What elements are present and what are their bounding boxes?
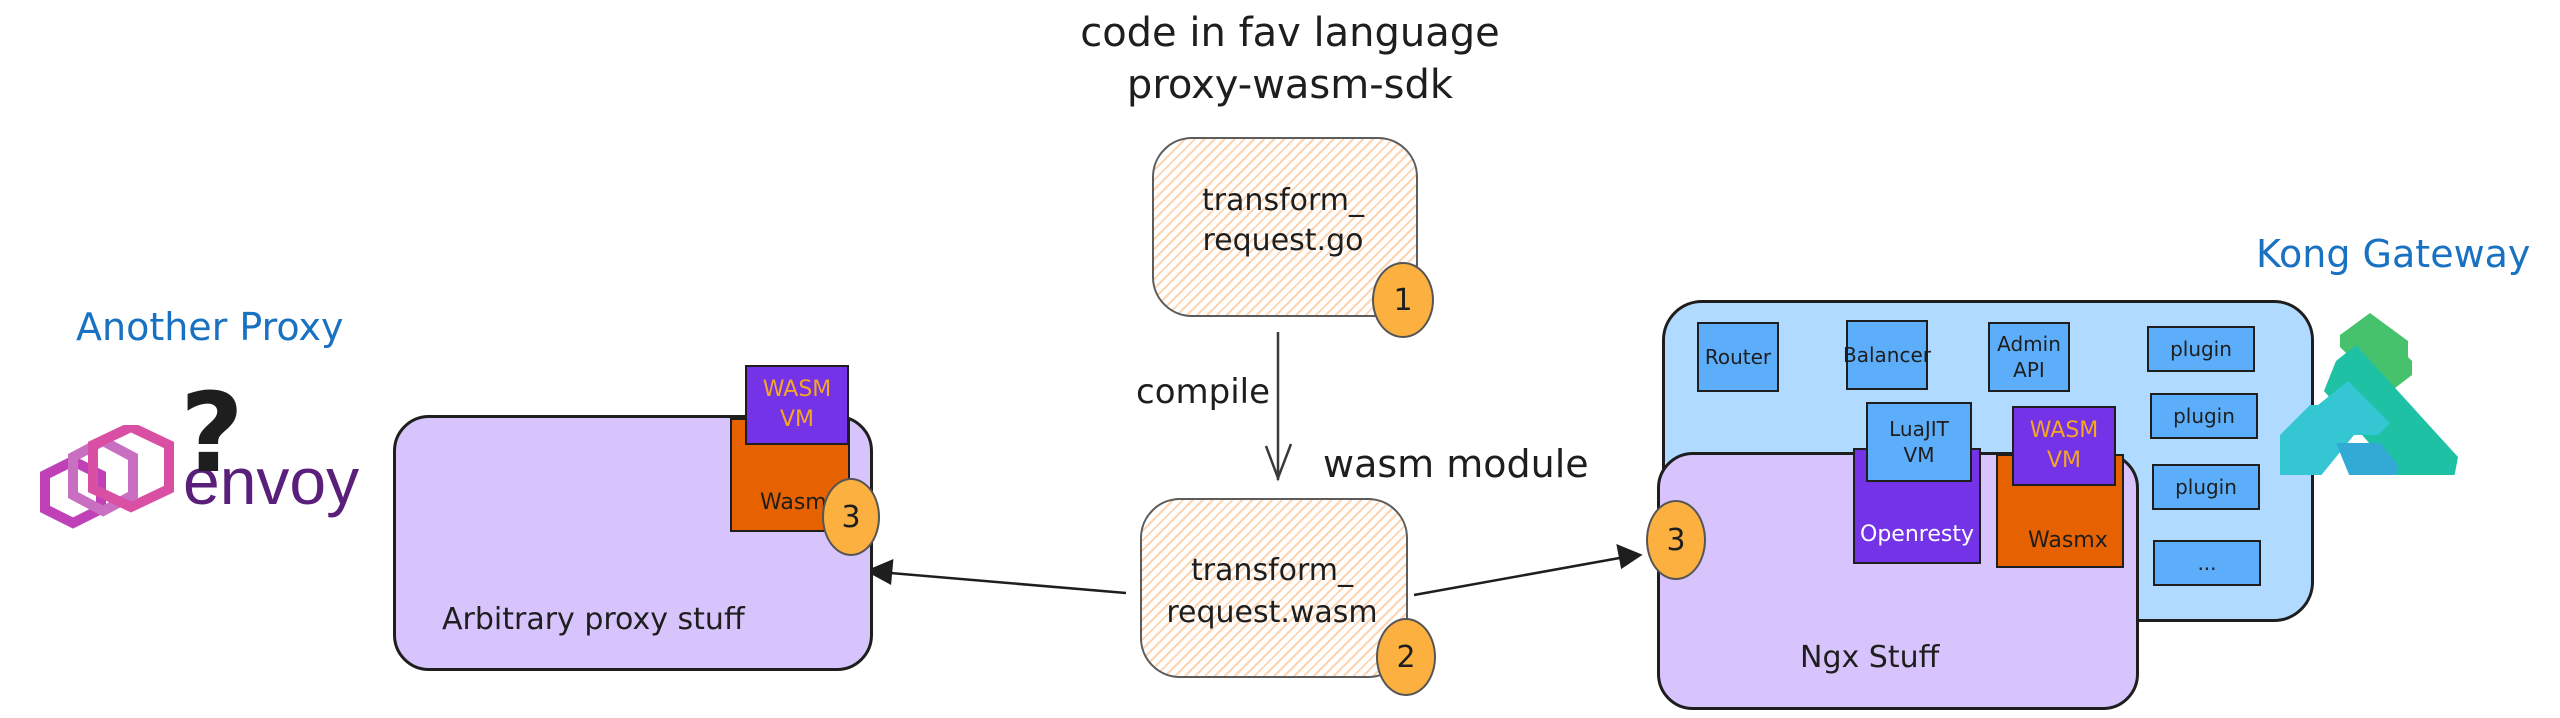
another-proxy-wasm-vm: WASM VM: [745, 365, 849, 445]
step-badge-3-kong: 3: [1646, 500, 1706, 580]
openresty-label: Openresty: [1860, 522, 1974, 547]
plugin-component-more: ...: [2153, 540, 2261, 586]
arrow-to-another-proxy: [865, 559, 1127, 595]
compile-label: compile: [1136, 372, 1271, 412]
step-badge-2: 2: [1376, 618, 1436, 696]
kong-wasm-vm-line-1: WASM: [2029, 418, 2099, 443]
kong-wasm-vm-line-2: VM: [2046, 448, 2082, 473]
another-proxy-title: Another Proxy: [76, 305, 344, 349]
envoy-logo-text: envoy: [183, 444, 360, 518]
envoy-hexagons-icon: [40, 421, 174, 529]
wasm-file-line-1: transform_: [1190, 552, 1354, 588]
wasm-file-box: [1140, 498, 1408, 678]
admin-api-line-1: Admin: [1997, 332, 2061, 356]
question-mark: ?: [180, 369, 244, 497]
ngx-stuff-label: Ngx Stuff: [1800, 640, 1940, 675]
kong-wasm-vm-component: WASM VM: [2012, 406, 2116, 486]
kong-wasmx-label: Wasmx: [2028, 528, 2108, 553]
wasm-vm-line-1: WASM: [762, 377, 832, 402]
header-line-1: code in fav language: [1080, 10, 1500, 56]
plugin-component-1: plugin: [2147, 326, 2255, 372]
luajit-vm-line-2: VM: [1903, 443, 1935, 467]
plugin-component-2: plugin: [2150, 393, 2258, 439]
header-line-2: proxy-wasm-sdk: [1126, 62, 1454, 108]
step-badge-3-another-proxy: 3: [822, 478, 880, 556]
plugin-component-3: plugin: [2152, 464, 2260, 510]
wasm-file-line-2: request.wasm: [1166, 594, 1378, 630]
balancer-component: Balancer: [1843, 320, 1931, 390]
luajit-vm-component: LuaJIT VM: [1866, 402, 1972, 482]
luajit-vm-line-1: LuaJIT: [1889, 417, 1949, 441]
admin-api-line-2: API: [2013, 358, 2045, 382]
wasm-module-label: wasm module: [1323, 442, 1589, 486]
compile-arrow: [1264, 332, 1293, 482]
admin-api-component: Admin API: [1988, 322, 2070, 392]
source-file-line-2: request.go: [1202, 222, 1364, 258]
arbitrary-proxy-label: Arbitrary proxy stuff: [442, 602, 745, 637]
another-proxy-box: [393, 415, 873, 671]
wasm-vm-line-2: VM: [779, 407, 815, 432]
kong-gateway-title: Kong Gateway: [2256, 232, 2531, 276]
envoy-logo: envoy: [15, 421, 359, 545]
arrow-to-kong: [1413, 543, 1643, 597]
step-badge-1: 1: [1372, 262, 1434, 338]
source-file-line-1: transform_: [1201, 182, 1365, 218]
router-component: Router: [1697, 322, 1779, 392]
kong-logo-icon: [2280, 313, 2458, 475]
